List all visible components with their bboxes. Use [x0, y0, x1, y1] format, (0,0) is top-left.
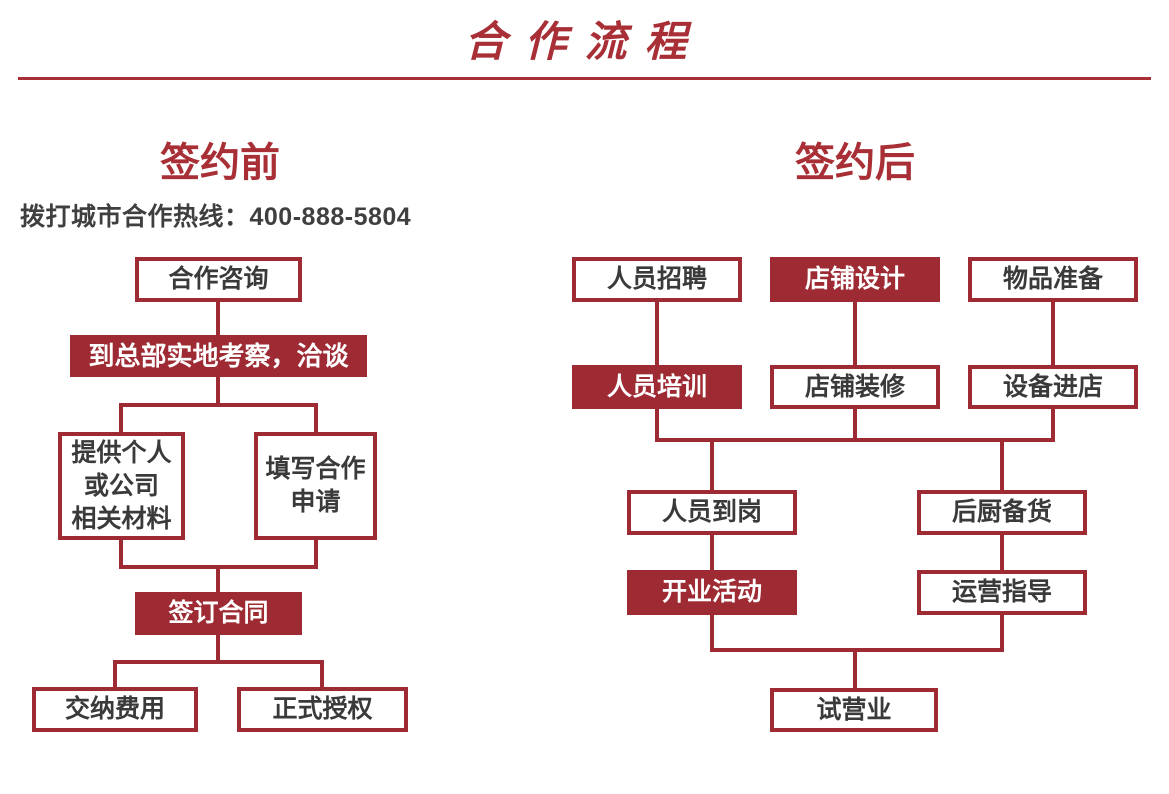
node-operation-guidance: 运营指导 — [917, 570, 1087, 615]
connector-line — [710, 438, 714, 490]
connector-line — [1051, 409, 1055, 438]
node-provide-materials: 提供个人 或公司 相关材料 — [58, 432, 185, 540]
connector-line — [710, 648, 1004, 652]
connector-line — [113, 660, 324, 664]
connector-line — [314, 540, 318, 565]
connector-line — [119, 403, 123, 432]
page-title: 合作流程 — [464, 17, 705, 66]
connector-line — [655, 409, 659, 438]
section-header-before-signing: 签约前 — [160, 141, 280, 185]
connector-line — [113, 660, 117, 687]
node-store-decoration: 店铺装修 — [770, 365, 940, 409]
connector-line — [216, 565, 220, 592]
node-sign-contract: 签订合同 — [135, 592, 302, 635]
node-formal-authorization: 正式授权 — [237, 687, 408, 732]
connector-line — [1000, 535, 1004, 570]
node-staff-recruitment: 人员招聘 — [572, 257, 742, 302]
node-pay-fees: 交纳费用 — [32, 687, 198, 732]
node-cooperation-consult: 合作咨询 — [135, 257, 302, 302]
node-goods-preparation: 物品准备 — [968, 257, 1138, 302]
node-fill-application: 填写合作 申请 — [254, 432, 377, 540]
connector-line — [216, 635, 220, 660]
connector-line — [119, 540, 123, 565]
section-header-after-signing: 签约后 — [795, 141, 915, 185]
connector-line — [1000, 438, 1004, 490]
connector-line — [710, 615, 714, 648]
connector-line — [314, 403, 318, 432]
connector-line — [216, 302, 220, 335]
connector-line — [1000, 615, 1004, 648]
connector-line — [1051, 302, 1055, 365]
connector-line — [320, 660, 324, 687]
node-store-design: 店铺设计 — [770, 257, 940, 302]
connector-line — [216, 377, 220, 403]
node-hq-visit: 到总部实地考察，洽谈 — [70, 335, 367, 377]
connector-line — [853, 648, 857, 688]
node-kitchen-stocking: 后厨备货 — [917, 490, 1087, 535]
node-staff-onboard: 人员到岗 — [627, 490, 797, 535]
connector-line — [853, 302, 857, 365]
node-trial-operation: 试营业 — [770, 688, 938, 732]
title-divider-line — [18, 77, 1151, 80]
node-staff-training: 人员培训 — [572, 365, 742, 409]
connector-line — [710, 535, 714, 570]
node-equipment-into-store: 设备进店 — [968, 365, 1138, 409]
connector-line — [655, 438, 1055, 442]
connector-line — [853, 409, 857, 438]
connector-line — [119, 403, 318, 407]
connector-line — [655, 302, 659, 365]
node-opening-event: 开业活动 — [627, 570, 797, 615]
hotline-text: 拨打城市合作热线：400-888-5804 — [20, 203, 412, 231]
